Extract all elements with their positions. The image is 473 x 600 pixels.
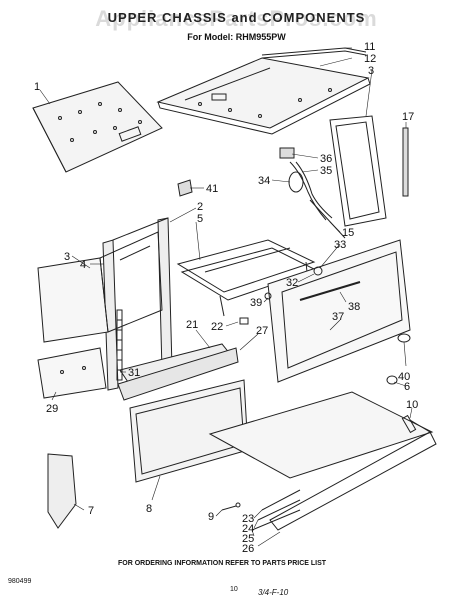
part-screw — [221, 502, 241, 511]
part-small-hardware — [239, 266, 323, 325]
callout-35: 35 — [320, 165, 332, 177]
callout-7: 7 — [88, 505, 94, 517]
diagram-title: UPPER CHASSIS and COMPONENTS — [107, 10, 366, 25]
ordering-note: FOR ORDERING INFORMATION REFER TO PARTS … — [118, 560, 327, 567]
callout-38: 38 — [348, 301, 360, 313]
callout-26: 26 — [242, 543, 254, 555]
callout-17: 17 — [402, 111, 414, 123]
part-uprights — [102, 217, 173, 391]
callout-32: 32 — [286, 277, 298, 289]
callout-11: 11 — [364, 41, 375, 53]
callout-3-top: 3 — [368, 65, 374, 77]
callout-22: 22 — [211, 321, 223, 333]
callout-21: 21 — [186, 319, 198, 331]
callout-27: 27 — [256, 325, 268, 337]
part-bottom-tray — [208, 391, 437, 531]
callout-8: 8 — [146, 503, 152, 515]
part-switch-assembly — [279, 147, 346, 239]
part-ladder-strip — [116, 309, 123, 381]
part-vertical-strip — [402, 127, 409, 197]
callout-10: 10 — [406, 399, 418, 411]
callout-31: 31 — [128, 367, 140, 379]
part-door-frame — [329, 115, 387, 227]
callout-25: 25 — [242, 533, 254, 545]
callout-3-left: 3 — [64, 251, 70, 263]
callout-39: 39 — [250, 297, 262, 309]
callout-34: 34 — [258, 175, 270, 187]
callout-29: 29 — [46, 403, 58, 415]
callout-2: 2 — [197, 201, 203, 213]
watermark: AppliancePartsPros.com — [95, 6, 378, 31]
callout-5: 5 — [197, 213, 203, 225]
callout-6: 6 — [404, 381, 410, 393]
callout-40: 40 — [398, 371, 410, 383]
callout-36: 36 — [320, 153, 332, 165]
callout-4: 4 — [80, 259, 86, 271]
callout-9: 9 — [208, 511, 214, 523]
callout-37: 37 — [332, 311, 344, 323]
document-number: 980499 — [8, 578, 32, 585]
part-slides — [117, 343, 239, 401]
part-side-panel — [32, 81, 163, 173]
part-small-bracket — [177, 179, 193, 197]
part-top-rail — [261, 47, 367, 59]
part-top-cover — [156, 57, 371, 135]
part-lower-left-panel — [37, 347, 107, 399]
callout-12: 12 — [364, 53, 376, 65]
callout-41: 41 — [206, 183, 218, 195]
callout-33: 33 — [334, 239, 346, 251]
callout-23: 23 — [242, 513, 254, 525]
part-left-chassis-panel — [37, 231, 163, 343]
callout-24: 24 — [242, 523, 254, 535]
leader-lines — [39, 47, 413, 547]
page-number: 10 — [230, 586, 238, 593]
model-line: For Model: RHM955PW — [187, 32, 286, 42]
part-front-panel — [267, 239, 411, 383]
part-corner-bracket — [47, 453, 77, 529]
callout-1: 1 — [34, 81, 40, 93]
callout-labels: 1 11 12 3 17 36 35 34 41 2 5 15 33 3 4 3… — [34, 41, 418, 555]
handwritten-note: 3/4-F-10 — [258, 588, 289, 597]
callout-15: 15 — [342, 227, 354, 239]
